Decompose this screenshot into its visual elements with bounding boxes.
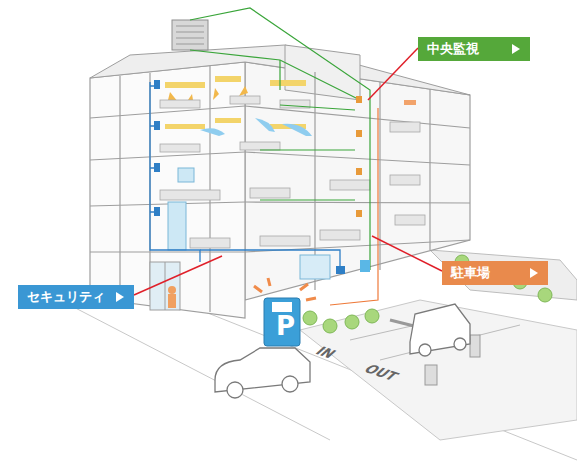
arrow-mark xyxy=(529,268,539,278)
arrow-mark xyxy=(511,44,521,54)
callout-banner: 中央監視 xyxy=(418,37,530,61)
parking-sign-letter: P xyxy=(276,313,295,339)
arrow-mark xyxy=(115,292,125,302)
banner-text: 中央監視 xyxy=(427,40,479,58)
callout-banner: 駐車場 xyxy=(442,261,548,285)
callout-banner: セキュリティ xyxy=(18,285,134,309)
banner-text: セキュリティ xyxy=(27,288,105,306)
banner-text: 駐車場 xyxy=(451,264,490,282)
